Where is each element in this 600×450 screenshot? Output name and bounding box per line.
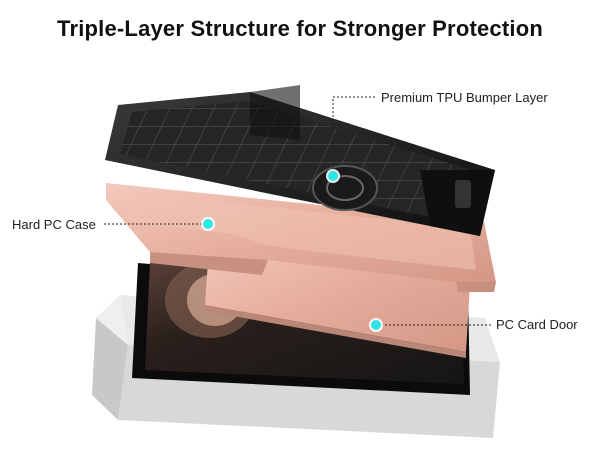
dot-card-door-core [371, 320, 381, 330]
callout-tpu-bumper: Premium TPU Bumper Layer [381, 90, 548, 105]
callout-dots [201, 169, 383, 332]
callout-hard-pc-case: Hard PC Case [12, 217, 96, 232]
leader-lines [104, 96, 491, 326]
leader-tpu [332, 96, 376, 173]
pc-card-door [205, 232, 470, 358]
callout-pc-card-door: PC Card Door [496, 317, 578, 332]
dot-pc-case-core [203, 219, 213, 229]
page-title: Triple-Layer Structure for Stronger Prot… [57, 16, 543, 41]
dot-tpu-core [328, 171, 338, 181]
hard-pc-case [106, 183, 496, 292]
